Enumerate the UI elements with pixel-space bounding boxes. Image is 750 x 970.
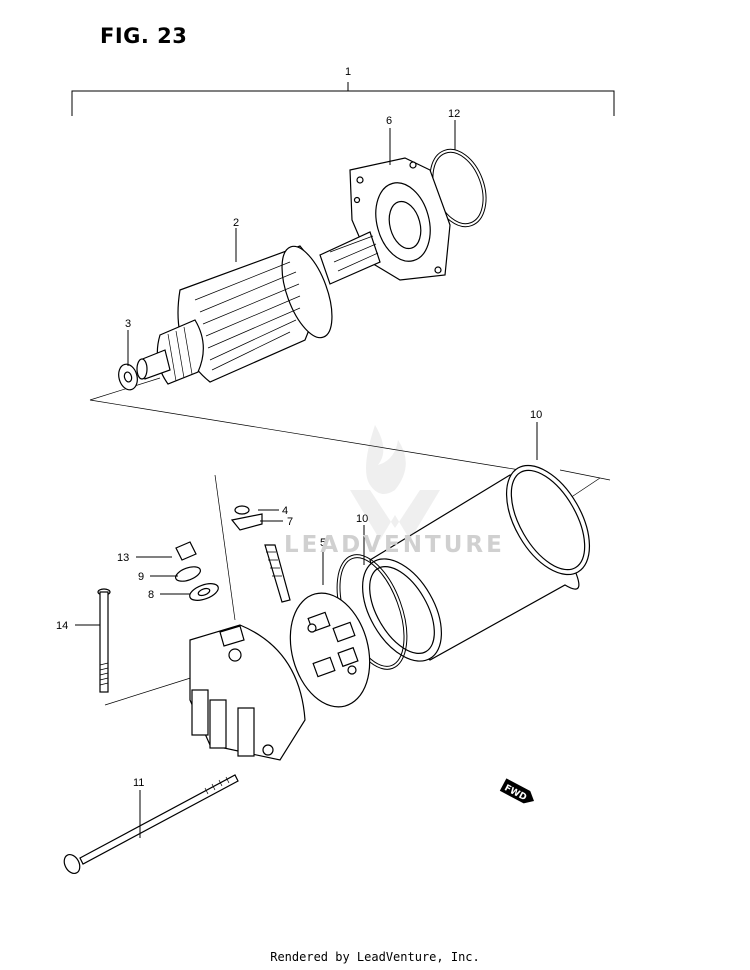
rear-housing <box>189 624 306 761</box>
callout-9: 9 <box>138 571 144 583</box>
fwd-arrow-icon: FWD <box>499 778 535 804</box>
callout-12: 12 <box>448 108 460 120</box>
callout-1: 1 <box>345 66 351 78</box>
callout-3: 3 <box>125 318 131 330</box>
leader-lines <box>75 120 538 838</box>
long-bolt-upper <box>97 588 111 693</box>
watermark-text: LEADVENTURE <box>284 532 505 558</box>
callout-7: 7 <box>287 516 293 528</box>
callout-10-upper: 10 <box>530 409 542 421</box>
callout-5: 5 <box>320 537 326 549</box>
terminal-nut-stack <box>175 541 219 601</box>
through-bolt <box>63 774 239 875</box>
callout-labels: 1 2 3 4 5 6 7 8 9 10 10 11 12 13 14 <box>56 66 542 789</box>
callout-13: 13 <box>117 552 129 564</box>
figure-title: FIG. 23 <box>100 24 188 48</box>
callout-2: 2 <box>233 217 239 229</box>
assembly-bracket <box>71 82 615 116</box>
brush-holder <box>264 544 371 708</box>
callout-8: 8 <box>148 589 154 601</box>
armature <box>136 231 381 385</box>
callout-10-lower: 10 <box>356 513 368 525</box>
callout-11: 11 <box>133 777 144 789</box>
yoke-housing <box>362 464 591 662</box>
callout-6: 6 <box>386 115 392 127</box>
washer <box>118 363 138 391</box>
explode-plane-lines <box>89 377 611 706</box>
callout-4: 4 <box>282 505 288 517</box>
callout-14: 14 <box>56 620 68 632</box>
terminal-parts <box>230 505 263 531</box>
footer-credit: Rendered by LeadVenture, Inc. <box>270 950 480 964</box>
